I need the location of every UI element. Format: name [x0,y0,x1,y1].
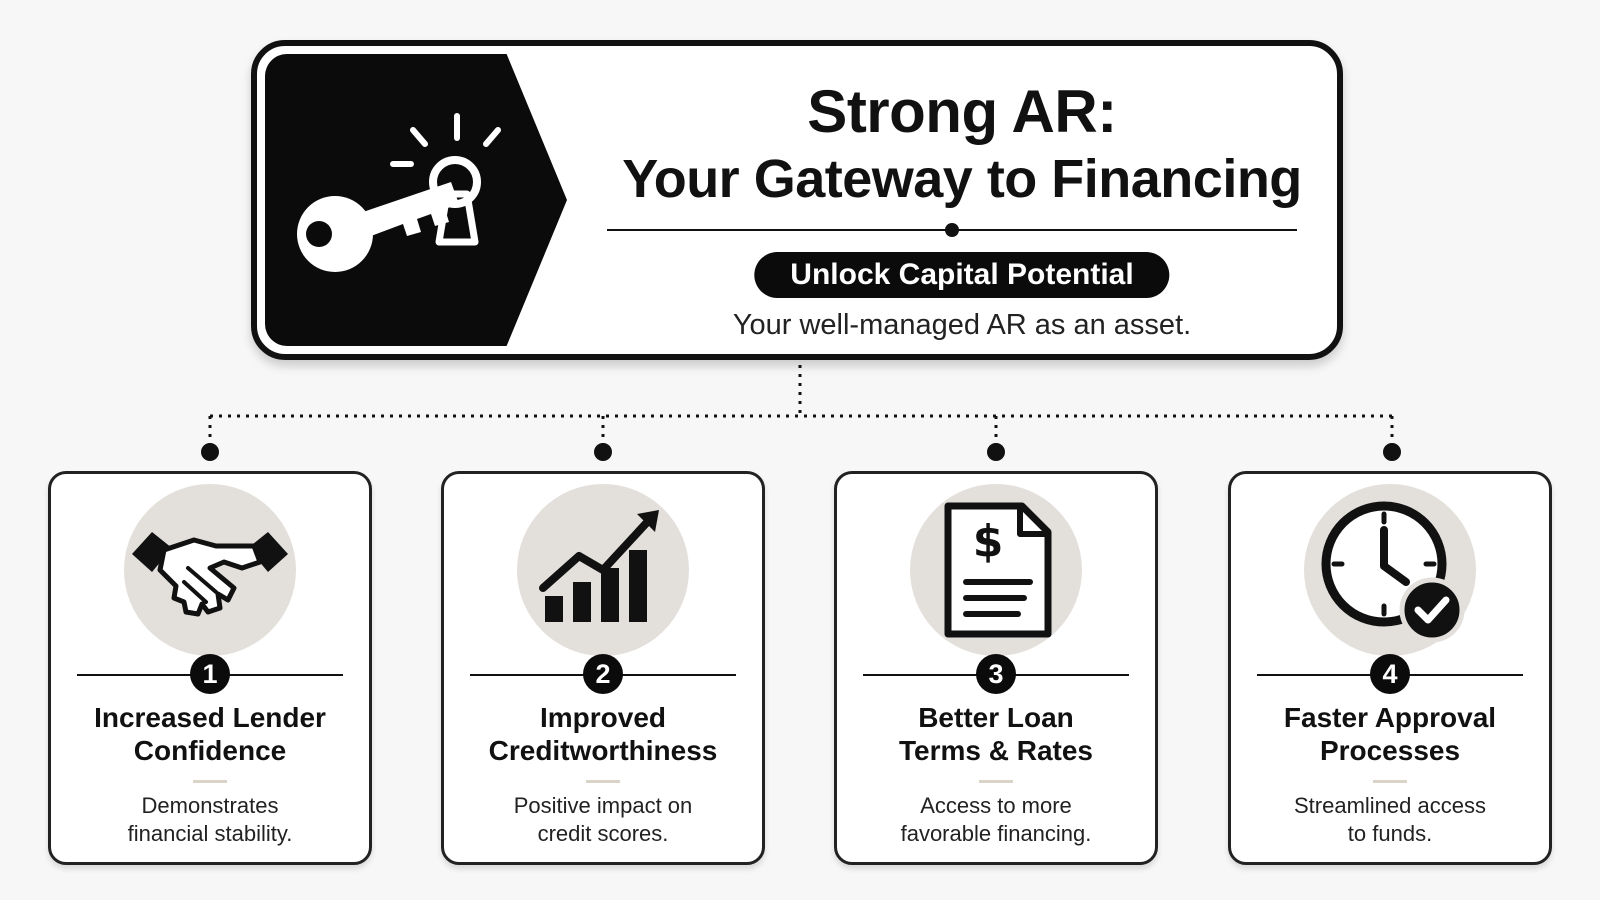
card-description: Demonstrates financial stability. [61,792,359,848]
card-title-line: Better Loan [918,702,1074,733]
card-title-line: Terms & Rates [898,735,1093,766]
step-number: 3 [976,654,1016,694]
benefit-card-2: 2 Improved Creditworthiness Positive imp… [441,471,765,865]
divider-dot [945,223,959,237]
icon-circle: $ [910,484,1082,656]
dollar-document-icon: $ [944,502,1052,638]
card-title-line: Confidence [133,735,287,766]
card-description-line: Access to more [920,793,1072,818]
card-title-line: Improved [539,702,667,733]
card-accent-dash [979,780,1013,783]
card-description: Access to more favorable financing. [847,792,1145,848]
clock-check-icon [1321,501,1465,643]
page-subtitle: Your Gateway to Financing [622,149,1302,209]
icon-circle [124,484,296,656]
connector-dot [201,443,219,461]
icon-circle [1304,484,1476,656]
svg-text:$: $ [973,516,1004,567]
card-description: Positive impact on credit scores. [454,792,752,848]
card-accent-dash [193,780,227,783]
benefit-card-4: 4 Faster Approval Processes Streamlined … [1228,471,1552,865]
card-title-line: Faster Approval [1283,702,1497,733]
connector-dot [594,443,612,461]
card-description-line: financial stability. [127,821,293,846]
card-description-line: favorable financing. [900,821,1092,846]
card-title-line: Increased Lender [94,702,326,733]
card-description-line: to funds. [1347,821,1433,846]
tagline-pill: Unlock Capital Potential [754,252,1170,298]
step-number: 1 [190,654,230,694]
connector-dot [987,443,1005,461]
card-accent-dash [1373,780,1407,783]
card-title: Better Loan Terms & Rates [847,701,1145,767]
card-title: Faster Approval Processes [1241,701,1539,767]
card-description: Streamlined access to funds. [1241,792,1539,848]
card-title-line: Processes [1319,735,1461,766]
handshake-icon [132,532,288,617]
icon-circle [517,484,689,656]
header-caption: Your well-managed AR as an asset. [732,309,1192,341]
connector-dot [1383,443,1401,461]
header-text: Strong AR: Your Gateway to Financing Unl… [587,46,1337,354]
card-accent-dash [586,780,620,783]
key-unlock-icon [297,113,501,272]
card-title-line: Creditworthiness [488,735,718,766]
card-description-line: Positive impact on [513,793,693,818]
benefit-card-3: $ 3 Better Loan Terms & Rates Access to … [834,471,1158,865]
step-number: 4 [1370,654,1410,694]
step-number: 2 [583,654,623,694]
page-title: Strong AR: [807,78,1117,145]
card-description-line: Streamlined access [1294,793,1486,818]
key-badge [265,54,567,346]
card-description-line: credit scores. [537,821,669,846]
card-description-line: Demonstrates [141,793,279,818]
header-card: Strong AR: Your Gateway to Financing Unl… [251,40,1343,360]
card-title: Improved Creditworthiness [454,701,752,767]
benefit-card-1: 1 Increased Lender Confidence Demonstrat… [48,471,372,865]
growth-chart-icon [539,510,659,622]
title-divider [607,223,1297,237]
card-title: Increased Lender Confidence [61,701,359,767]
